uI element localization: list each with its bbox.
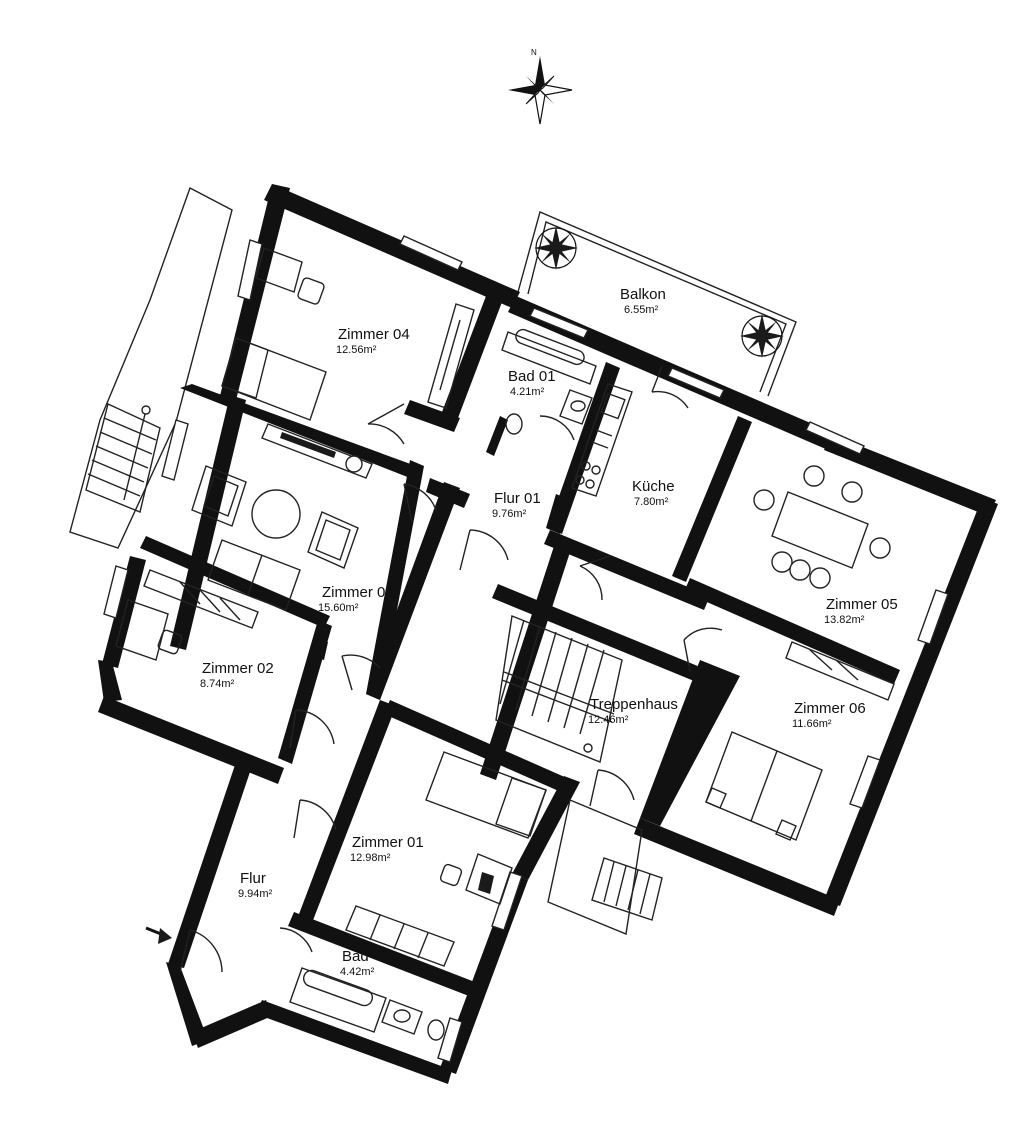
- north-label: N: [531, 48, 537, 57]
- room-area-zimmer05: 13.82m²: [824, 614, 865, 626]
- windows: [103, 235, 949, 1063]
- room-area-treppenhaus: 12.46m²: [588, 714, 629, 726]
- room-name-zimmer02: Zimmer 02: [202, 660, 274, 677]
- room-area-kueche: 7.80m²: [634, 496, 669, 508]
- room-name-balkon: Balkon: [620, 286, 666, 303]
- doors: [179, 365, 723, 973]
- room-name-kueche: Küche: [632, 478, 675, 495]
- room-area-bad: 4.42m²: [340, 966, 375, 978]
- furniture-bad-01: [501, 328, 597, 435]
- room-area-flur01: 9.76m²: [492, 508, 527, 520]
- room-area-zimmer01: 12.98m²: [350, 852, 391, 864]
- room-name-zimmer05: Zimmer 05: [826, 596, 898, 613]
- room-name-zimmer04: Zimmer 04: [338, 326, 410, 343]
- interior-walls: [140, 296, 900, 998]
- room-area-zimmer04: 12.56m²: [336, 344, 377, 356]
- room-area-zimmer06: 11.66m²: [792, 718, 832, 730]
- room-name-flur: Flur: [240, 870, 266, 887]
- compass-icon: [508, 56, 573, 125]
- balcony-outline: [517, 211, 797, 397]
- room-name-flur01: Flur 01: [494, 490, 541, 507]
- room-name-treppenhaus: Treppenhaus: [590, 696, 678, 713]
- room-area-zimmer02: 8.74m²: [200, 678, 235, 690]
- furniture-zimmer-02: [115, 569, 259, 661]
- room-area-zimmer03: 15.60m²: [318, 602, 359, 614]
- stairwell-stairs: [495, 615, 663, 935]
- furniture-zimmer-01: [345, 751, 547, 967]
- plant-icon: [534, 226, 784, 358]
- exterior-walls: [98, 184, 998, 1084]
- furniture-kueche: [571, 383, 633, 497]
- furniture-zimmer-04: [221, 247, 475, 421]
- room-name-zimmer03: Zimmer 03: [322, 584, 394, 601]
- room-name-zimmer06: Zimmer 06: [794, 700, 866, 717]
- room-name-zimmer01: Zimmer 01: [352, 834, 424, 851]
- furniture-zimmer-03: [191, 423, 373, 611]
- entrance-arrow-icon: [145, 926, 172, 944]
- exterior-stair: [69, 187, 233, 549]
- room-area-balkon: 6.55m²: [624, 304, 659, 316]
- room-area-bad01: 4.21m²: [510, 386, 545, 398]
- furniture-zimmer-05: [753, 465, 891, 589]
- room-name-bad: Bad: [342, 948, 369, 965]
- furniture-bad: [289, 967, 445, 1041]
- room-area-flur: 9.94m²: [238, 888, 273, 900]
- furniture-zimmer-06: [705, 641, 895, 841]
- room-name-bad01: Bad 01: [508, 368, 556, 385]
